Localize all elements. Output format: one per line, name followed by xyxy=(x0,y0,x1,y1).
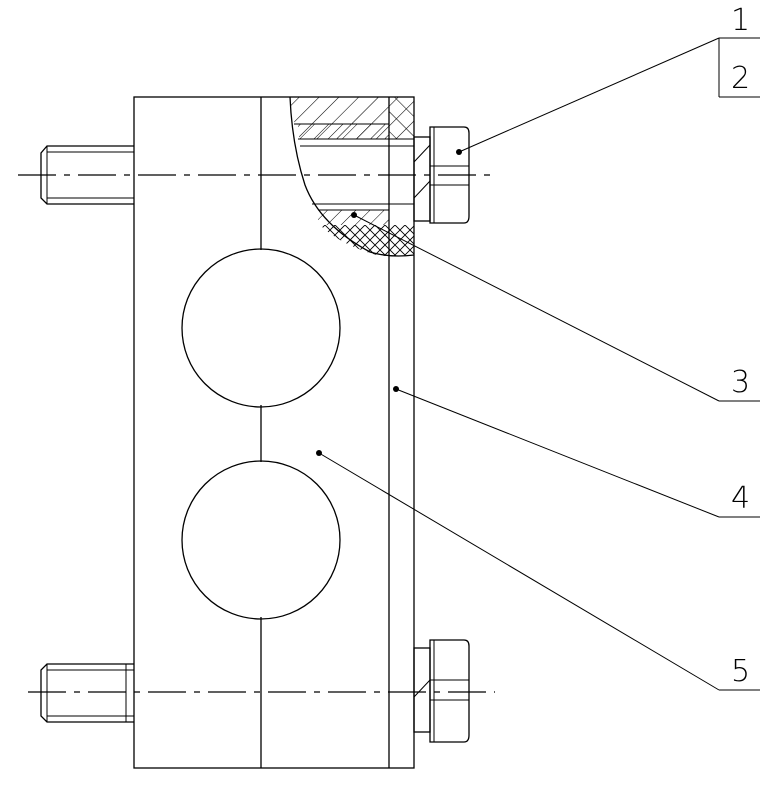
clamp-body xyxy=(133,96,415,769)
upper-pipe-bore xyxy=(181,248,341,408)
upper-bolt xyxy=(40,126,470,224)
callout-label-5: 5 xyxy=(731,654,750,689)
lower-pipe-bore xyxy=(181,460,341,620)
callout-1-2-frame xyxy=(718,37,760,98)
callout-label-2: 2 xyxy=(731,61,750,96)
leader-line-1 xyxy=(458,37,720,153)
leader-line-5 xyxy=(318,452,720,691)
leader-line-3 xyxy=(353,214,720,402)
callout-label-4: 4 xyxy=(731,481,750,516)
callout-label-3: 3 xyxy=(731,365,750,400)
callout-label-1: 1 xyxy=(731,3,750,38)
section-cutaway xyxy=(289,96,415,257)
leader-line-4 xyxy=(395,388,720,518)
lower-bolt xyxy=(40,639,470,743)
